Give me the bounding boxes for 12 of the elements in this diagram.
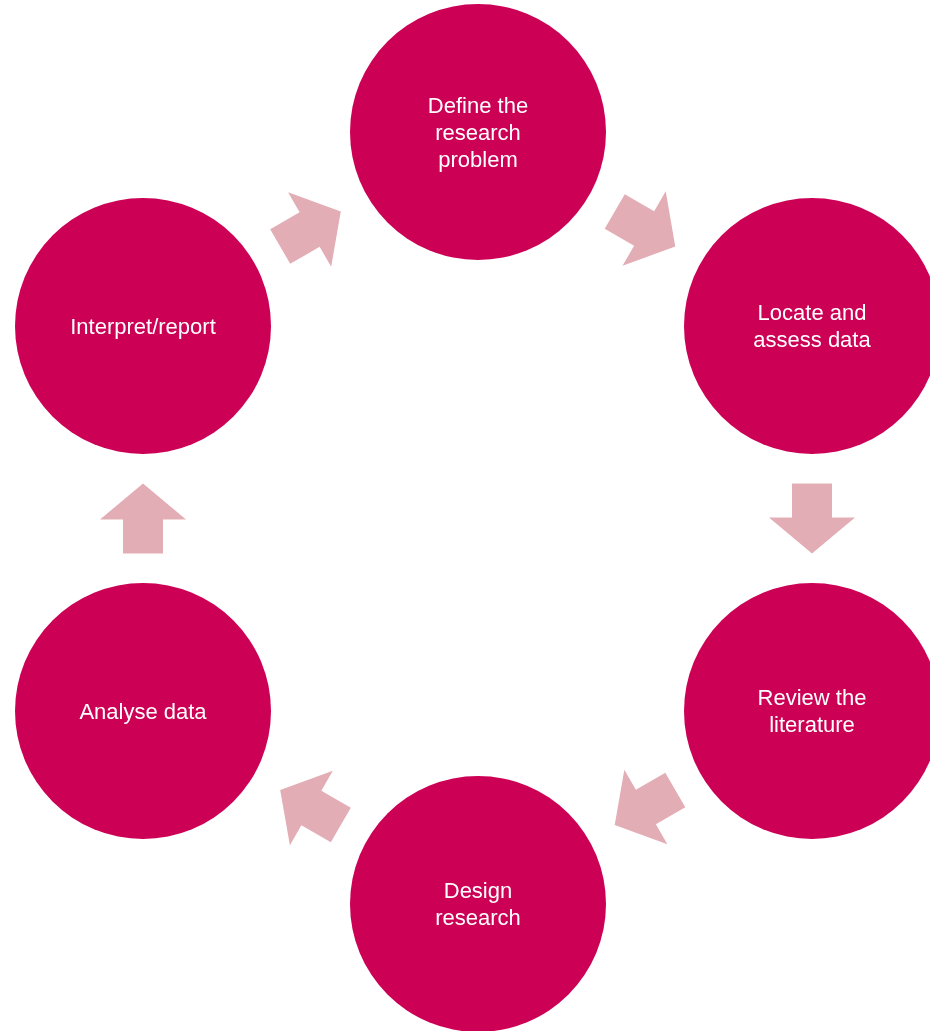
block-arrow (270, 192, 341, 267)
block-arrow (769, 483, 855, 554)
block-arrow (614, 769, 686, 845)
block-arrow (280, 770, 351, 846)
step-label: Define the research problem (426, 91, 530, 173)
block-arrow (604, 191, 676, 266)
step-label: Locate and assess data (752, 299, 872, 353)
step-label: Review the literature (756, 684, 868, 738)
block-arrow (100, 483, 186, 554)
step-label: Interpret/report (69, 312, 217, 340)
step-label: Analyse data (78, 697, 208, 725)
step-label: Design research (434, 877, 522, 931)
